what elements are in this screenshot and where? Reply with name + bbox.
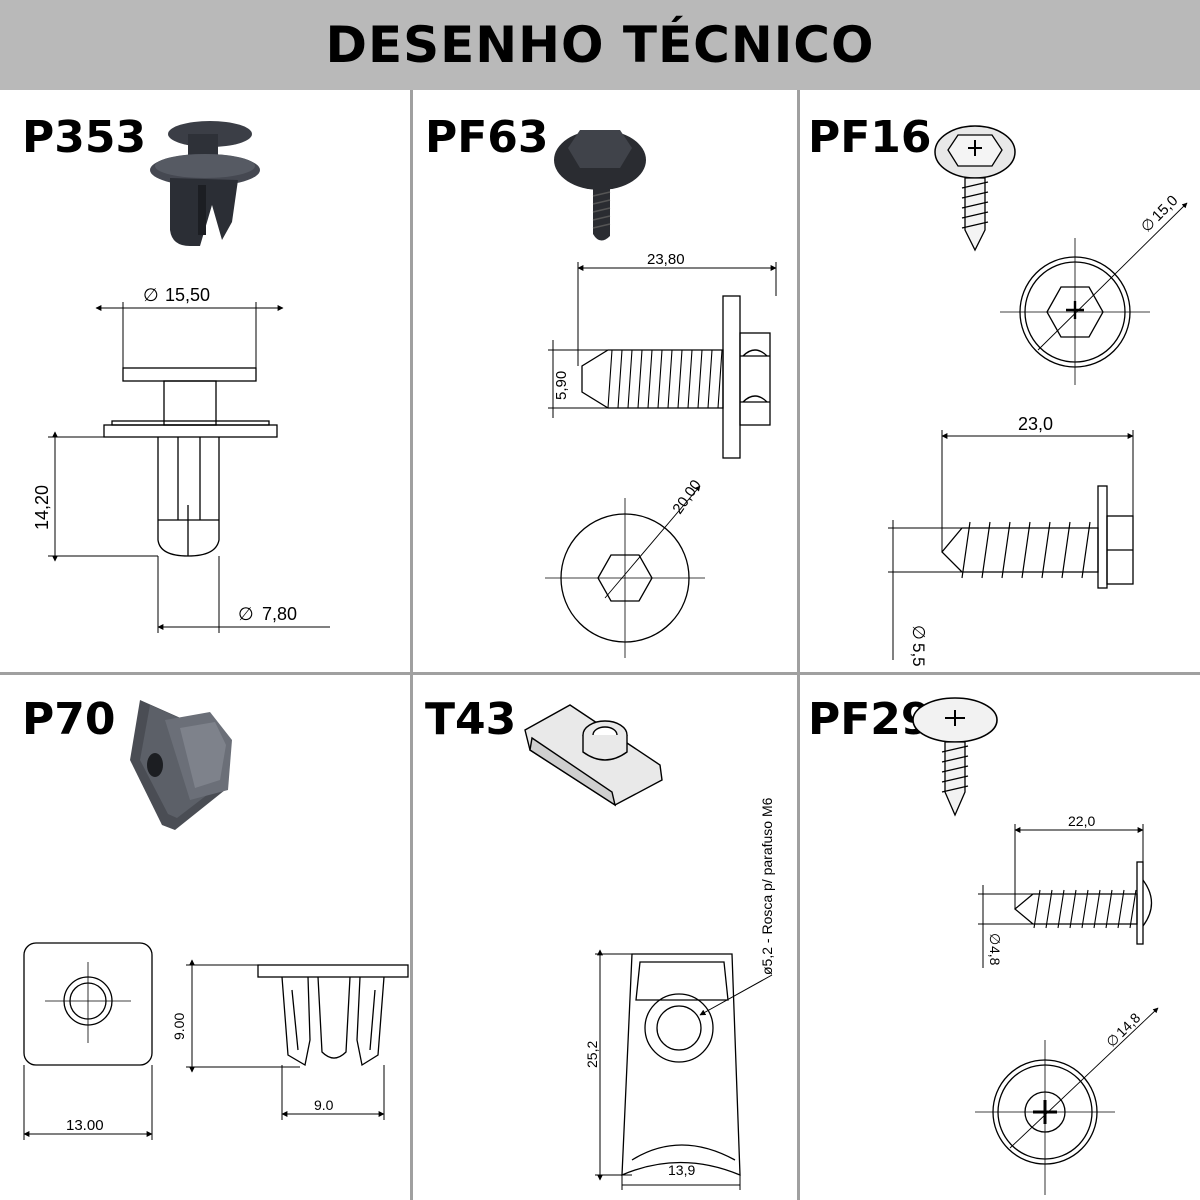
part-code-t43: T43 — [425, 694, 517, 745]
p70-height: 9.00 — [171, 1013, 187, 1040]
pf16-3d-render — [934, 125, 1016, 252]
pf63-3d-render — [554, 130, 646, 241]
grid-divider-v2 — [797, 90, 800, 1200]
p353-shank-diameter-symbol: ∅ — [238, 604, 254, 624]
pf63-length: 23,80 — [647, 251, 685, 268]
part-code-pf16: PF16 — [808, 112, 932, 163]
grid-divider-h — [0, 672, 1200, 675]
pf16-thread-diameter-symbol: ∅ — [909, 625, 928, 640]
part-code-p353: P353 — [22, 112, 147, 163]
part-code-pf29: PF29 — [808, 694, 932, 745]
pf29-thread-diameter-symbol: ∅ — [987, 933, 1003, 945]
pf29-washer-diameter: 14,8 — [1113, 1009, 1144, 1040]
p353-3d-render — [150, 121, 260, 246]
p353-shank-diameter: 7,80 — [262, 604, 297, 624]
t43-dimensions — [595, 949, 773, 1190]
p353-head-diameter-symbol: ∅ — [143, 285, 159, 305]
part-code-pf63: PF63 — [425, 112, 549, 163]
t43-width: 13,9 — [668, 1162, 695, 1178]
t43-3d-render — [524, 704, 663, 807]
pf63-washer-diameter: 20,00 — [669, 477, 704, 518]
p353-dimensions — [48, 302, 330, 633]
pf63-top-view — [545, 485, 705, 658]
p70-width: 13.00 — [66, 1117, 104, 1134]
pf63-thread-diameter: 5,90 — [553, 371, 570, 400]
pf29-length: 22,0 — [1068, 813, 1095, 829]
title-banner: DESENHO TÉCNICO — [0, 0, 1200, 90]
p353-height: 14,20 — [32, 485, 52, 530]
p70-base: 9.0 — [314, 1097, 334, 1113]
pf29-thread-diameter: 4,8 — [987, 946, 1003, 966]
pf16-side-view — [941, 485, 1134, 589]
grid-divider-v1 — [410, 90, 413, 1200]
pf16-thread-diameter: 5,5 — [909, 643, 928, 667]
t43-front-view — [621, 953, 741, 1177]
pf16-dimensions — [888, 430, 1134, 660]
pf63-side-view — [581, 295, 771, 459]
p70-dimensions-front — [23, 1065, 153, 1140]
pf63-dimensions — [548, 262, 777, 418]
part-code-p70: P70 — [22, 694, 116, 745]
p353-head-diameter: 15,50 — [165, 285, 210, 305]
pf29-side-view — [1013, 861, 1153, 945]
p70-front-view — [23, 942, 153, 1066]
pf29-3d-render — [912, 697, 998, 817]
pf16-length: 23,0 — [1018, 414, 1053, 434]
pf29-dimensions — [978, 824, 1144, 968]
p353-side-view — [103, 367, 278, 557]
t43-height: 25,2 — [584, 1041, 600, 1068]
pf16-washer-diameter: 15,0 — [1149, 192, 1182, 225]
page-title: DESENHO TÉCNICO — [325, 16, 875, 74]
p70-dimensions-side — [186, 959, 385, 1120]
p70-3d-render — [130, 700, 232, 830]
p70-side-view — [257, 964, 409, 1067]
pf16-top-view — [1000, 202, 1188, 385]
pf29-top-view — [975, 1007, 1159, 1195]
t43-thread-note: ø5,2 - Rosca p/ parafuso M6 — [759, 797, 775, 975]
